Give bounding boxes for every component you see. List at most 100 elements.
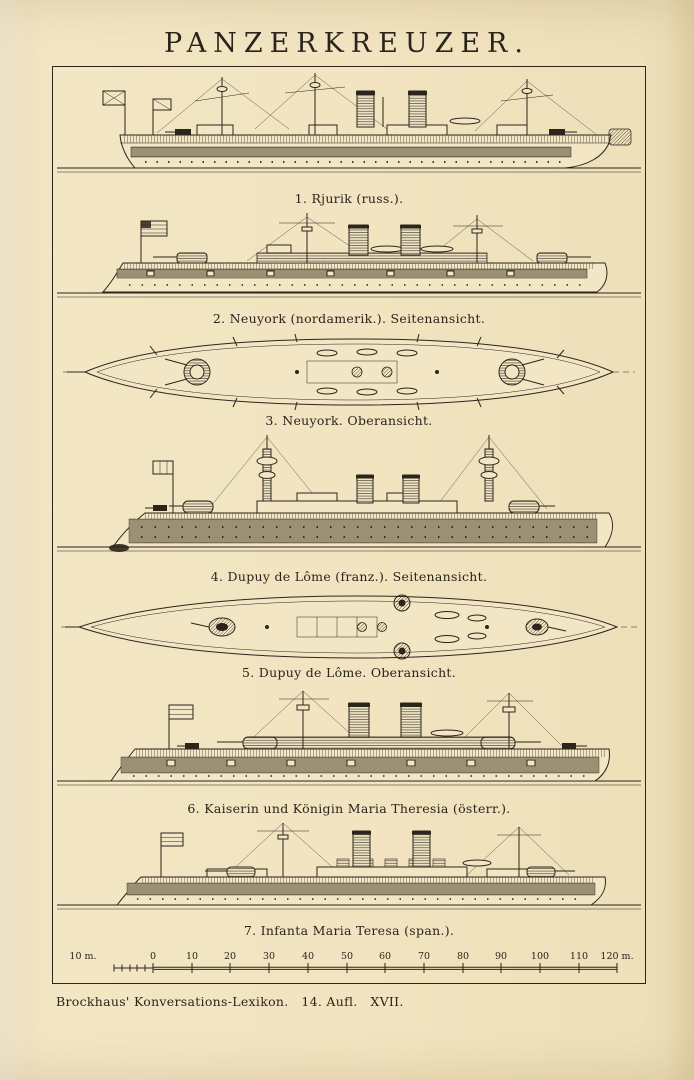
scale-tick-label: 90 — [495, 951, 507, 962]
armor-band — [126, 882, 596, 896]
funnel — [412, 830, 431, 868]
scale-tick-label: 10 — [186, 951, 198, 962]
fighting-top — [478, 456, 500, 466]
funnel-plan — [381, 366, 393, 378]
armor-band — [120, 756, 600, 774]
turret — [242, 736, 278, 750]
ship-boat — [316, 349, 338, 357]
guns — [521, 358, 545, 386]
side-guns — [149, 333, 565, 359]
hull-plan — [83, 338, 615, 406]
scale-tick-label: 50 — [341, 951, 353, 962]
ship-boat — [434, 635, 460, 643]
guns — [164, 358, 188, 386]
turret — [508, 500, 540, 514]
plate-title: PANZERKREUZER. — [164, 28, 530, 59]
scale-tick-label: 20 — [224, 951, 236, 962]
scale-tick-label: 110 — [570, 951, 588, 962]
neuyork-top-view-illustration — [63, 333, 635, 411]
figure-7: 7. Infanta Maria Teresa (span.). — [57, 823, 641, 938]
armor-band — [128, 518, 598, 544]
neuyork-side-view-illustration — [57, 213, 641, 298]
side-guns — [149, 385, 565, 411]
dupuy-de-lome-side-view-illustration — [57, 435, 641, 552]
ship-boat — [396, 387, 418, 395]
ship-boat — [467, 632, 487, 640]
turret — [182, 500, 214, 514]
figure-1-caption: 1. Rjurik (russ.). — [294, 191, 404, 206]
fighting-top — [277, 834, 289, 840]
ship-boat — [434, 611, 460, 619]
turret — [176, 252, 208, 264]
funnel — [402, 474, 420, 504]
fighting-top — [480, 471, 498, 479]
ship-boat — [462, 859, 492, 867]
ship-boat — [370, 245, 404, 253]
funnel — [400, 224, 421, 256]
fighting-top — [258, 471, 276, 479]
armor-band — [116, 268, 588, 279]
superstructure — [256, 252, 488, 264]
funnel — [356, 90, 375, 128]
ship-boat — [430, 729, 464, 737]
funnel — [356, 474, 374, 504]
scale-tick-label: 60 — [379, 951, 391, 962]
funnel-plan — [377, 622, 387, 632]
ship-boat — [396, 349, 418, 357]
mast-plan — [485, 625, 489, 629]
citadel — [266, 736, 488, 750]
gun — [190, 622, 210, 628]
figure-4-caption: 4. Dupuy de Lôme (franz.). Seitenansicht… — [210, 569, 488, 584]
mast-plan — [295, 370, 299, 374]
turret — [226, 866, 256, 878]
ram-bow — [109, 544, 129, 552]
funnel — [408, 90, 427, 128]
ship-boat — [316, 387, 338, 395]
austrian-flag — [168, 704, 194, 720]
plate-frame: 1. Rjurik (russ.). — [52, 66, 646, 984]
figure-2-caption: 2. Neuyork (nordamerik.). Seitenansicht. — [212, 311, 486, 326]
deckhouse — [306, 360, 398, 384]
ship-boat — [356, 388, 378, 396]
fighting-top — [296, 704, 310, 711]
fighting-top — [502, 706, 516, 713]
maria-theresia-side-view-illustration — [57, 690, 641, 786]
mast-plan — [265, 625, 269, 629]
scale-tick-label: 40 — [302, 951, 314, 962]
scale-tick-label: 100 — [531, 951, 549, 962]
fighting-top — [256, 456, 278, 466]
figure-2: 2. Neuyork (nordamerik.). Seitenansicht. — [57, 213, 641, 326]
figure-3: 3. Neuyork. Oberansicht. — [57, 333, 641, 428]
figure-5-caption: 5. Dupuy de Lôme. Oberansicht. — [241, 665, 457, 680]
scale-tick-label: 120 m. — [600, 951, 633, 962]
plate-footer: Brockhaus' Konversations-Lexikon. 14. Au… — [56, 994, 404, 1009]
ship-boat — [449, 117, 481, 125]
stern-ornament — [608, 128, 632, 146]
ship-boat — [356, 348, 378, 356]
funnel-plan — [357, 622, 367, 632]
superstructure — [316, 866, 468, 878]
scale-tick-label: 70 — [418, 951, 430, 962]
funnel — [400, 702, 422, 738]
mast-plan — [435, 370, 439, 374]
french-flag — [152, 460, 174, 475]
ship-boat — [467, 614, 487, 622]
funnel — [348, 702, 370, 738]
figure-6-caption: 6. Kaiserin und Königin Maria Theresia (… — [187, 801, 511, 816]
scale-unit-label: 10 m. — [69, 951, 96, 962]
ship-boat — [420, 245, 454, 253]
figure-7-caption: 7. Infanta Maria Teresa (span.). — [243, 923, 455, 938]
figure-4: 4. Dupuy de Lôme (franz.). Seitenansicht… — [57, 435, 641, 584]
figure-5: 5. Dupuy de Lôme. Oberansicht. — [57, 591, 641, 680]
funnel — [352, 830, 371, 868]
figure-1: 1. Rjurik (russ.). — [57, 71, 641, 206]
hull-plan — [77, 595, 619, 659]
infanta-maria-teresa-side-view-illustration — [57, 823, 641, 910]
turret — [480, 736, 516, 750]
funnel-plan — [351, 366, 363, 378]
scale-tick-label: 0 — [150, 951, 156, 962]
funnel — [348, 224, 369, 256]
scale-tick-label: 30 — [263, 951, 275, 962]
spanish-flag — [160, 832, 184, 847]
